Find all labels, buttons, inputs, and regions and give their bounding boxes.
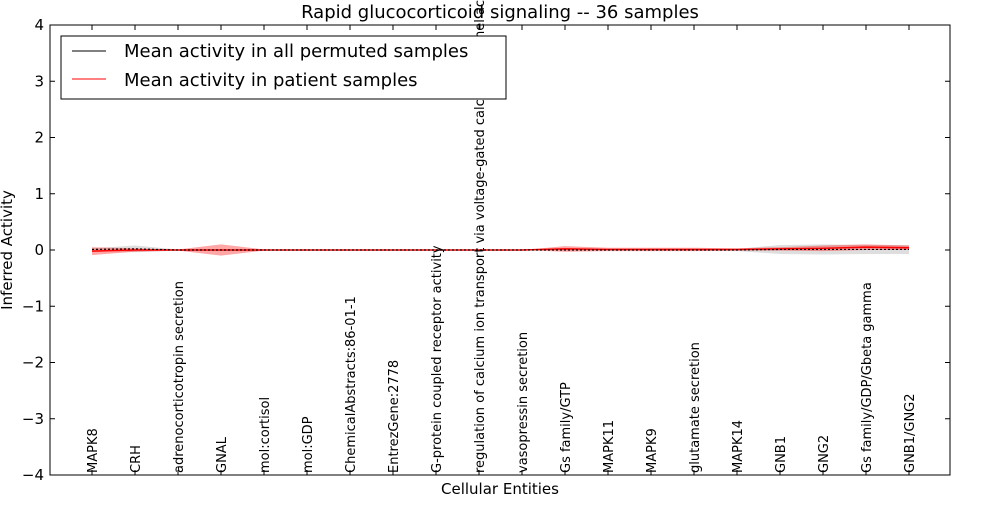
legend-box (60, 35, 507, 100)
x-tick-label: EntrezGene:2778 (387, 360, 402, 473)
x-tick-label: MAPK11 (602, 420, 617, 473)
x-tick-label: MAPK8 (86, 428, 101, 473)
legend: Mean activity in all permuted samples Me… (60, 35, 507, 100)
x-tick-label: ChemicalAbstracts:86-01-1 (344, 296, 359, 473)
x-tick-label: Gs family/GDP/Gbeta gamma (860, 282, 875, 473)
y-tick-label: 1 (34, 185, 44, 203)
x-tick-label: regulation of calcium ion transport via … (473, 0, 488, 473)
y-tick-label: 4 (34, 16, 44, 34)
y-tick-label: 0 (34, 241, 44, 259)
y-tick-label: −4 (22, 466, 44, 484)
y-tick-label: −3 (22, 410, 44, 428)
x-tick-label: GNAL (215, 436, 230, 473)
x-tick-label: CRH (129, 445, 144, 473)
chart-title: Rapid glucocorticoid signaling -- 36 sam… (301, 2, 699, 23)
y-axis: 4 3 2 1 0 −1 −2 −3 −4 (22, 16, 950, 484)
x-tick-label: G-protein coupled receptor activity (430, 245, 445, 473)
y-axis-label: Inferred Activity (0, 190, 16, 310)
x-tick-label: Gs family/GTP (559, 382, 574, 473)
lines-layer (91, 246, 910, 252)
x-tick-label: MAPK14 (731, 420, 746, 473)
x-tick-label: MAPK9 (645, 428, 660, 473)
y-tick-label: 3 (34, 72, 44, 90)
x-tick-label: mol:GDP (301, 416, 316, 473)
x-tick-label: mol:cortisol (258, 397, 273, 473)
x-tick-label: glutamate secretion (688, 342, 703, 473)
y-tick-label: −2 (22, 354, 44, 372)
x-tick-label: GNB1/GNG2 (903, 393, 918, 473)
x-tick-label: adrenocorticotropin secretion (172, 281, 187, 473)
legend-label-permuted: Mean activity in all permuted samples (124, 41, 468, 62)
x-tick-label: GNB1 (774, 436, 789, 473)
x-tick-label: GNG2 (817, 435, 832, 473)
x-tick-label: vasopressin secretion (516, 332, 531, 473)
y-tick-label: 2 (34, 129, 44, 147)
x-axis-label: Cellular Entities (441, 480, 559, 498)
legend-label-patient: Mean activity in patient samples (124, 70, 418, 91)
permuted-samples-line (91, 248, 909, 251)
y-tick-label: −1 (22, 297, 44, 315)
